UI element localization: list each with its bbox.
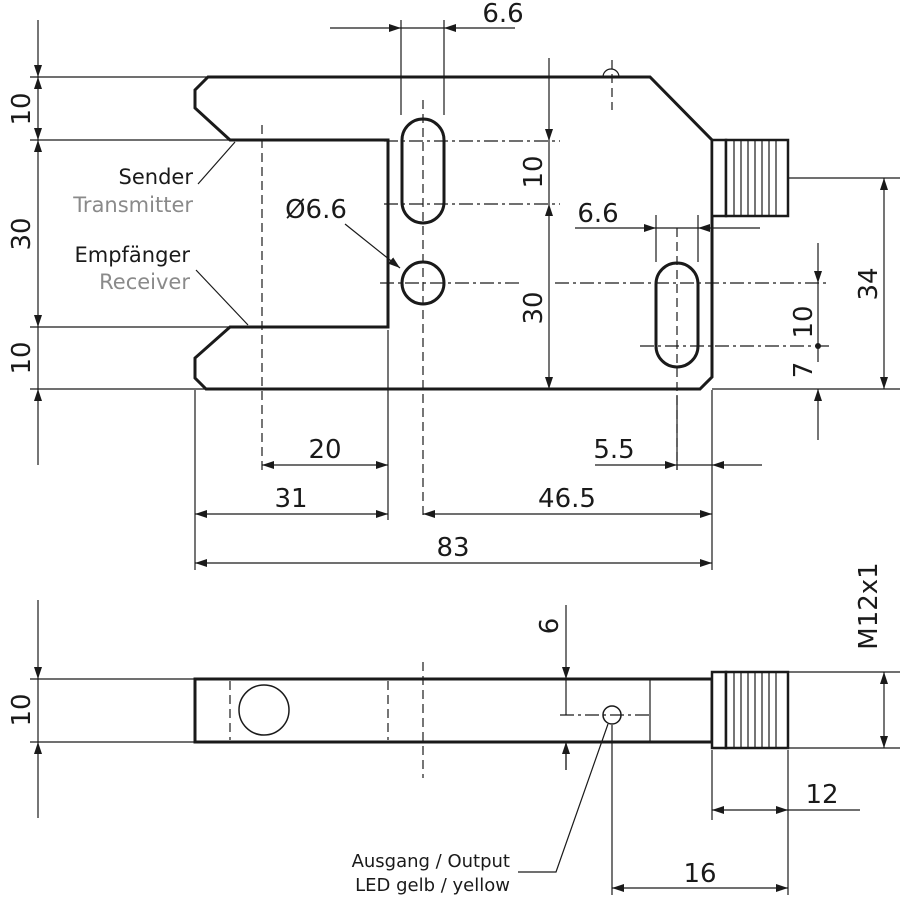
dim-conn-7: 7 xyxy=(789,362,819,379)
dim-bottom-20: 20 xyxy=(308,435,341,465)
dim-right-30: 30 xyxy=(519,291,549,324)
dim-side-height-10: 10 xyxy=(7,693,37,726)
dim-conn-34: 34 xyxy=(854,267,884,300)
dim-bottom-5-5: 5.5 xyxy=(593,435,634,465)
label-empfaenger: Empfänger xyxy=(74,243,190,267)
dim-bottom-83: 83 xyxy=(436,533,469,563)
dim-left-30: 30 xyxy=(7,217,37,250)
label-transmitter: Transmitter xyxy=(72,193,193,217)
dim-right-10: 10 xyxy=(519,155,549,188)
connector-top xyxy=(710,138,790,218)
top-view: 10 30 10 6.6 10 30 6.6 10 7 34 Ø6.6 xyxy=(7,0,900,570)
dim-led-16: 16 xyxy=(683,859,716,889)
dim-bottom-46-5: 46.5 xyxy=(538,484,596,514)
label-output-line2: LED gelb / yellow xyxy=(355,875,510,896)
label-output-line1: Ausgang / Output xyxy=(352,851,510,872)
dim-hole-dia: Ø6.6 xyxy=(285,195,347,225)
dim-left-10-bottom: 10 xyxy=(7,341,37,374)
dim-slot-width-right: 6.6 xyxy=(577,199,618,229)
connector-side xyxy=(710,670,790,750)
dim-slot-width-top: 6.6 xyxy=(482,0,523,29)
label-sender: Sender xyxy=(119,165,194,189)
led-notch-top xyxy=(602,68,620,78)
housing-outline xyxy=(193,75,714,391)
dim-thread-12: 12 xyxy=(805,780,838,810)
dim-conn-10: 10 xyxy=(789,305,819,338)
dim-left-10-top: 10 xyxy=(7,92,37,125)
label-receiver: Receiver xyxy=(99,270,190,294)
side-view: 10 6 M12x1 12 16 Ausgang / Output LED ge… xyxy=(7,562,900,896)
dim-thread: M12x1 xyxy=(854,562,884,649)
lens-circle xyxy=(238,684,290,736)
dim-led-6: 6 xyxy=(535,618,565,635)
dim-bottom-31: 31 xyxy=(274,484,307,514)
